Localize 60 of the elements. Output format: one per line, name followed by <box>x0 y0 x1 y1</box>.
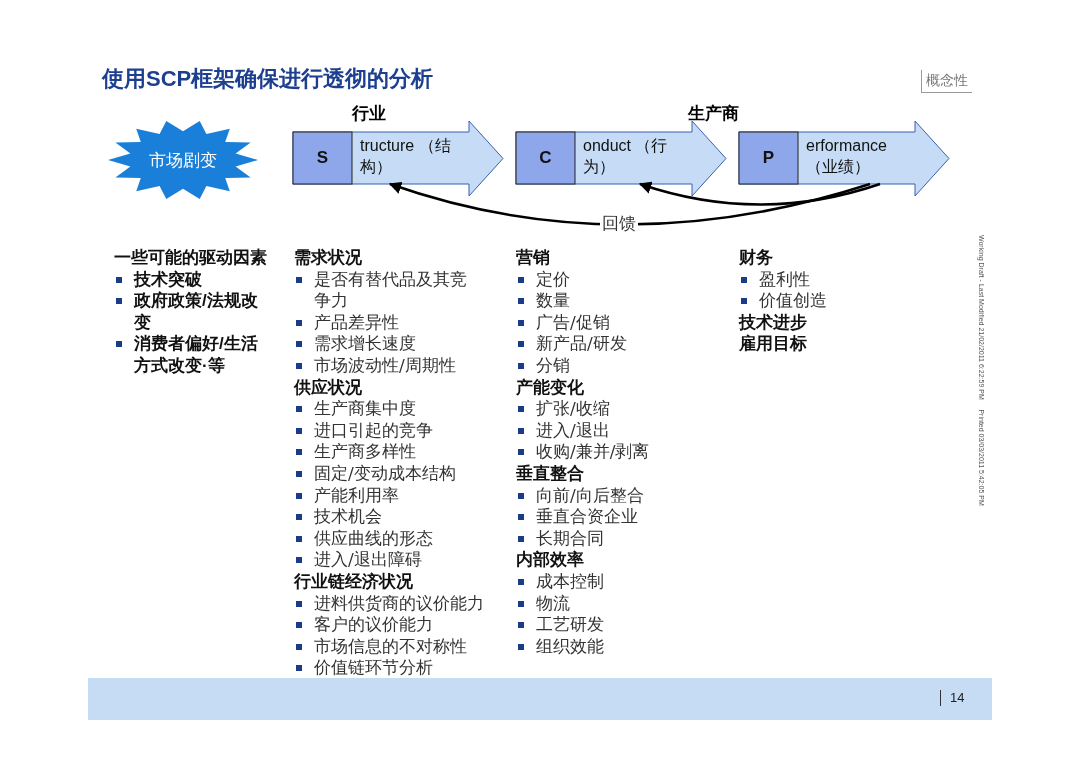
list-heading: 营销 <box>516 247 551 269</box>
list-heading: 需求状况 <box>294 247 363 269</box>
list-item: 政府政策/法规改变 <box>114 290 269 334</box>
list-item: 扩张/收缩 <box>516 398 716 420</box>
list-item: 数量 <box>516 290 716 312</box>
list-item: 是否有替代品及其竞争力 <box>294 268 474 312</box>
list-heading: 供应状况 <box>294 376 363 399</box>
stamp-label: 概念性 <box>921 70 972 93</box>
list-item: 定价 <box>516 268 716 291</box>
list-heading: 技术进步 <box>739 311 808 334</box>
list-item: 广告/促销 <box>516 311 716 334</box>
list-heading: 内部效率 <box>516 549 585 571</box>
list-item: 垂直合资企业 <box>516 506 716 528</box>
list-item: 进入/退出 <box>516 419 716 442</box>
list-item: 新产品/研发 <box>516 333 716 355</box>
list-item: 组织效能 <box>516 635 716 658</box>
list-item: 长期合同 <box>516 527 716 550</box>
list-heading: 产能变化 <box>516 376 585 399</box>
list-item: 工艺研发 <box>516 614 716 636</box>
list-item: 产品差异性 <box>294 311 494 334</box>
list-item: 价值创造 <box>739 290 939 312</box>
stage-banner: C onduct （行为） <box>516 121 726 196</box>
list-heading: 一些可能的驱动因素 <box>114 247 268 269</box>
list-heading: 雇用目标 <box>739 333 808 355</box>
list-item: 成本控制 <box>516 570 716 593</box>
list-item: 消费者偏好/生活方式改变·等 <box>114 333 269 377</box>
list-item: 供应曲线的形态 <box>294 527 494 550</box>
list-item: 盈利性 <box>739 268 939 291</box>
list-heading: 财务 <box>739 247 774 269</box>
list-item: 客户的议价能力 <box>294 614 494 636</box>
list-item: 固定/变动成本结构 <box>294 462 494 485</box>
list-item: 分销 <box>516 354 716 377</box>
list-item: 物流 <box>516 592 716 615</box>
list-item: 技术机会 <box>294 506 494 528</box>
list-item: 技术突破 <box>114 268 269 291</box>
list-item: 进口引起的竞争 <box>294 419 494 442</box>
list-item: 市场信息的不对称性 <box>294 635 494 658</box>
feedback-arrow <box>388 181 871 226</box>
list-item: 市场波动性/周期性 <box>294 354 494 377</box>
list-item: 向前/向后整合 <box>516 484 716 507</box>
page-number: 14 <box>940 690 965 706</box>
list-item: 进料供货商的议价能力 <box>294 592 494 615</box>
letter-box: S <box>293 132 352 184</box>
list-item: 生产商集中度 <box>294 398 494 420</box>
letter-box: P <box>739 132 798 184</box>
list-item: 价值链环节分析 <box>294 657 494 679</box>
feedback-arrow <box>638 181 881 206</box>
stage-banner: P erformance （业绩） <box>739 121 949 196</box>
list-item: 进入/退出障碍 <box>294 549 494 571</box>
title: 使用SCP框架确保进行透彻的分析 <box>102 65 434 93</box>
list-item: 产能利用率 <box>294 484 494 507</box>
list-heading: 行业链经济状况 <box>294 570 414 593</box>
list-heading: 垂直整合 <box>516 462 585 485</box>
stage-banner: S tructure （结构） <box>293 121 503 196</box>
edge-label: 回馈 <box>600 212 638 235</box>
list-item: 生产商多样性 <box>294 441 494 463</box>
list-item: 需求增长速度 <box>294 333 494 355</box>
list-item: 收购/兼并/剥离 <box>516 441 716 463</box>
letter-box: C <box>516 132 575 184</box>
burst-shape: 市场剧变 <box>108 120 258 200</box>
